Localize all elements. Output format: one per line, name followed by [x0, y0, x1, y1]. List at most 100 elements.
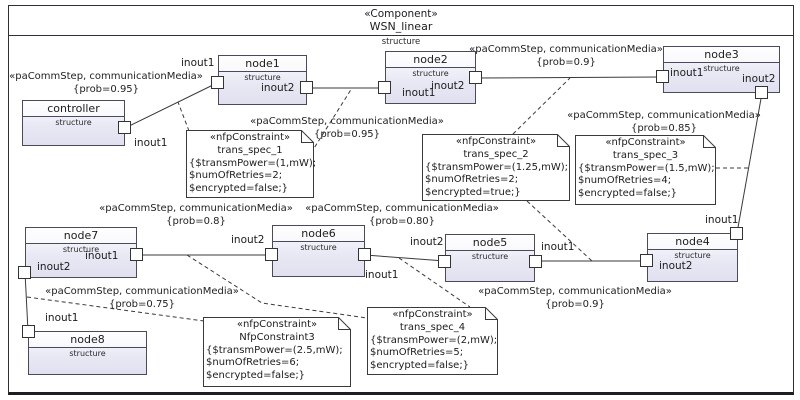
port-node1-inout1[interactable] — [211, 76, 224, 89]
edge-label-stereotype: «paCommStep, communicationMedia» — [478, 286, 672, 297]
component-node1[interactable]: node1 structure — [218, 55, 307, 105]
component-node3[interactable]: node3 structure — [663, 46, 780, 93]
frame-title: WSN_linear — [369, 20, 433, 33]
port-node3-inout2[interactable] — [755, 86, 768, 99]
compartment-label: structure — [412, 69, 449, 78]
port-label-node5-inout1: inout1 — [541, 241, 575, 253]
port-node6-inout1[interactable] — [358, 248, 371, 261]
edge-label-controller-node1[interactable]: «paCommStep, communicationMedia» {prob=0… — [9, 70, 203, 96]
connector-node2-node3[interactable] — [475, 76, 664, 79]
port-label-controller-inout1: inout1 — [134, 137, 168, 149]
edge-label-stereotype: «paCommStep, communicationMedia» — [9, 71, 203, 82]
note-line: $numOfRetries=6; — [206, 357, 300, 369]
note-trans-spec-2[interactable]: «nfpConstraint» trans_spec_2 {$transmPow… — [422, 134, 570, 201]
connector-node3-node4[interactable] — [736, 92, 763, 234]
attach-trans-spec-2-node2-node3[interactable] — [512, 77, 571, 135]
edge-label-stereotype: «paCommStep, communicationMedia» — [567, 110, 761, 121]
note-stereotype: «nfpConstraint» — [209, 132, 291, 143]
note-line: $encrypted=false;} — [189, 183, 289, 195]
port-label-node7-inout1: inout1 — [85, 250, 119, 262]
port-label-node2-inout1: inout1 — [402, 87, 436, 99]
attach-nfpconstraint3-node7-node8[interactable] — [26, 296, 205, 322]
component-name: node8 — [29, 332, 146, 348]
compartment-label: structure — [674, 251, 711, 260]
note-stereotype: «nfpConstraint» — [605, 137, 686, 148]
note-line: $numOfRetries=5; — [370, 347, 464, 359]
note-line: {$transmPower=(2.5,mW); — [206, 344, 343, 356]
frame-compartment-label: structure — [381, 37, 421, 47]
attach-trans-spec-2-node4-node5[interactable] — [526, 200, 593, 262]
port-label-node7-inout2: inout2 — [37, 261, 71, 273]
component-node5[interactable]: node5 structure — [445, 234, 535, 282]
port-label-node1-inout2: inout2 — [261, 82, 295, 94]
port-node3-inout1[interactable] — [656, 70, 669, 83]
edge-label-node6-node7[interactable]: «paCommStep, communicationMedia» {prob=0… — [99, 202, 293, 228]
component-node7[interactable]: node7 structure — [25, 227, 137, 278]
connector-node5-node6[interactable] — [364, 254, 446, 262]
port-node6-inout2[interactable] — [265, 248, 278, 261]
edge-label-tag: {prob=0.75} — [108, 299, 176, 310]
component-node4[interactable]: node4 structure — [647, 233, 738, 282]
port-node7-inout1[interactable] — [130, 248, 143, 261]
component-node6[interactable]: node6 structure — [272, 225, 365, 277]
connector-controller-node1[interactable] — [124, 82, 218, 129]
port-node7-inout2[interactable] — [18, 266, 31, 279]
note-line: {$transmPower=(1,mW); — [189, 157, 317, 169]
note-line: {$transmPower=(2,mW); — [370, 334, 498, 346]
component-controller[interactable]: controller structure — [22, 100, 125, 146]
edge-label-node4-node5[interactable]: «paCommStep, communicationMedia» {prob=0… — [478, 285, 672, 311]
port-node5-inout2[interactable] — [438, 255, 451, 268]
note-shape — [367, 307, 498, 375]
note-shape — [422, 134, 570, 201]
port-label-node2-inout2: inout2 — [431, 80, 465, 92]
component-name: node7 — [26, 228, 136, 244]
attach-trans-spec-1-controller-node1[interactable] — [177, 101, 190, 132]
port-controller-inout1[interactable] — [118, 121, 131, 134]
compartment-label: structure — [62, 245, 100, 254]
edge-label-tag: {prob=0.9} — [536, 57, 596, 68]
note-trans-spec-3[interactable]: «nfpConstraint» trans_spec_3 {$transmPow… — [575, 135, 716, 205]
compartment-label: structure — [471, 252, 509, 261]
edge-label-stereotype: «paCommStep, communicationMedia» — [469, 44, 663, 55]
edge-label-tag: {prob=0.85} — [630, 123, 698, 134]
edge-label-node2-node3[interactable]: «paCommStep, communicationMedia» {prob=0… — [469, 43, 663, 69]
component-name: node5 — [446, 235, 534, 251]
note-line: $encrypted=false;} — [370, 360, 470, 372]
port-node2-inout2[interactable] — [469, 71, 482, 84]
edge-label-node3-node4[interactable]: «paCommStep, communicationMedia» {prob=0… — [567, 109, 761, 135]
note-trans-spec-1[interactable]: «nfpConstraint» trans_spec_1 {$transmPow… — [186, 130, 317, 198]
port-label-node3-inout1: inout1 — [670, 67, 704, 79]
edge-label-node7-node8[interactable]: «paCommStep, communicationMedia» {prob=0… — [45, 285, 239, 311]
component-name: node3 — [664, 47, 779, 63]
note-shape — [575, 135, 716, 205]
note-name: trans_spec_1 — [217, 144, 283, 156]
note-name: trans_spec_2 — [463, 148, 529, 160]
port-node4-inout2[interactable] — [640, 254, 653, 267]
note-line: $numOfRetries=2; — [189, 170, 283, 182]
port-node8-inout1[interactable] — [22, 325, 35, 338]
component-name: node6 — [273, 226, 364, 242]
edge-label-tag: {prob=0.95} — [72, 84, 140, 95]
edge-label-tag: {prob=0.9} — [545, 299, 605, 310]
attach-trans-spec-4-node5-node6[interactable] — [398, 257, 471, 308]
edge-label-node5-node6[interactable]: «paCommStep, communicationMedia» {prob=0… — [305, 202, 499, 228]
note-line: {$transmPower=(1.25,mW); — [425, 161, 569, 173]
note-name: trans_spec_3 — [612, 149, 679, 161]
port-node2-inout1[interactable] — [378, 81, 391, 94]
port-node4-inout1[interactable] — [730, 227, 743, 240]
port-node5-inout1[interactable] — [529, 255, 542, 268]
port-node1-inout2[interactable] — [300, 81, 313, 94]
note-line: $encrypted=true;} — [425, 187, 521, 199]
compartment-label: structure — [300, 243, 337, 252]
edge-label-tag: {prob=0.8} — [166, 216, 226, 227]
note-line: $encrypted=false;} — [578, 188, 678, 200]
component-node8[interactable]: node8 structure — [28, 331, 147, 375]
connector-node7-node8[interactable] — [24, 271, 29, 332]
compartment-label: structure — [244, 73, 281, 82]
edge-label-node1-node2[interactable]: «paCommStep, communicationMedia» {prob=0… — [250, 115, 444, 141]
attach-trans-spec-4-node6-node7[interactable] — [186, 254, 368, 319]
note-nfpconstraint3[interactable]: «nfpConstraint» NfpConstraint3 {$transmP… — [203, 317, 351, 387]
note-shape — [203, 317, 351, 387]
attach-trans-spec-1-node1-node2[interactable] — [310, 87, 353, 154]
note-trans-spec-4[interactable]: «nfpConstraint» trans_spec_4 {$transmPow… — [367, 307, 498, 375]
